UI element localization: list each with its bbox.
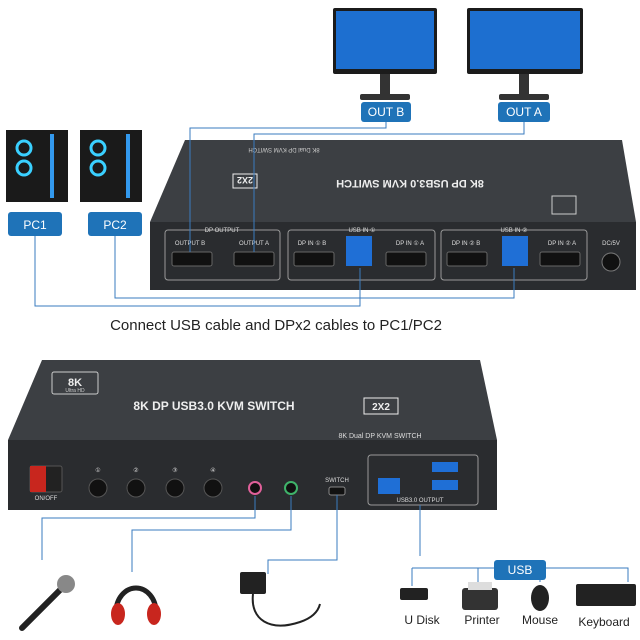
svg-text:2X2: 2X2: [237, 175, 253, 185]
svg-text:U Disk: U Disk: [404, 613, 440, 627]
svg-text:④: ④: [210, 467, 215, 474]
usb-label: USB: [494, 560, 546, 580]
svg-text:USB IN ②: USB IN ②: [500, 227, 527, 234]
output-a-port[interactable]: [233, 251, 275, 267]
usb-output-3[interactable]: [432, 480, 458, 490]
svg-text:PC1: PC1: [23, 218, 47, 232]
remote-switch: [240, 572, 321, 627]
mouse: Mouse: [522, 585, 558, 627]
pc-button-3[interactable]: [165, 478, 185, 498]
front-connection-lines: [41, 495, 629, 586]
svg-text:2X2: 2X2: [372, 402, 390, 413]
output-b-port[interactable]: [171, 251, 213, 267]
out-b-label: OUT B: [361, 102, 411, 122]
u-disk: U Disk: [400, 588, 441, 627]
pc-button-1[interactable]: [88, 478, 108, 498]
pc1-label: PC1: [8, 212, 62, 236]
svg-text:DP IN ① A: DP IN ① A: [396, 240, 424, 247]
dp-output-label: DP OUTPUT: [205, 228, 240, 234]
pc-button-2[interactable]: [126, 478, 146, 498]
svg-text:①: ①: [95, 467, 100, 474]
svg-text:DC/5V: DC/5V: [602, 241, 620, 247]
8k-logo: 8K Ultra HD: [51, 371, 99, 395]
monitor-out-b: [333, 8, 437, 100]
svg-text:SWITCH: SWITCH: [325, 478, 349, 484]
mic-jack[interactable]: [248, 481, 262, 495]
front-title: 8K DP USB3.0 KVM SWITCH: [133, 399, 294, 413]
svg-text:OUT A: OUT A: [506, 105, 542, 119]
svg-text:DP IN ② A: DP IN ② A: [548, 240, 576, 247]
dp-in-2b-port[interactable]: [446, 251, 488, 267]
svg-text:OUT B: OUT B: [368, 105, 404, 119]
front-subtitle: 8K Dual DP KVM SWITCH: [338, 433, 421, 440]
headphones: [111, 585, 161, 625]
svg-text:USB: USB: [508, 563, 533, 577]
pc-button-4[interactable]: [203, 478, 223, 498]
usb-in-1-port[interactable]: [346, 236, 372, 266]
svg-text:Keyboard: Keyboard: [578, 615, 629, 629]
connection-lines: [34, 122, 525, 307]
microphone: [19, 575, 75, 631]
pc2-label: PC2: [88, 212, 142, 236]
usb-output-1[interactable]: [378, 478, 400, 494]
svg-text:DP IN ① B: DP IN ① B: [298, 240, 327, 247]
monitor-out-a: [467, 8, 583, 100]
svg-text:8K: 8K: [68, 377, 82, 389]
printer: Printer: [462, 582, 500, 627]
selector-buttons: ① ② ③ ④: [88, 467, 223, 498]
svg-text:PC2: PC2: [103, 218, 127, 232]
dp-in-1b-port[interactable]: [293, 251, 335, 267]
svg-text:USB3.0 OUTPUT: USB3.0 OUTPUT: [396, 498, 443, 504]
svg-text:②: ②: [133, 467, 138, 474]
svg-text:USB IN ①: USB IN ①: [348, 227, 375, 234]
usb-in-2-port[interactable]: [502, 236, 528, 266]
caption: Connect USB cable and DPx2 cables to PC1…: [110, 317, 442, 334]
svg-text:Mouse: Mouse: [522, 613, 558, 627]
headphone-jack[interactable]: [284, 481, 298, 495]
out-a-label: OUT A: [498, 102, 550, 122]
svg-text:8K Dual DP KVM SWITCH: 8K Dual DP KVM SWITCH: [248, 146, 319, 152]
svg-text:8K DP USB3.0 KVM SWITCH: 8K DP USB3.0 KVM SWITCH: [336, 177, 484, 189]
usb-output-2[interactable]: [432, 462, 458, 472]
dc-power-jack[interactable]: [601, 252, 621, 272]
svg-text:③: ③: [172, 467, 177, 474]
pc1-tower: [6, 130, 68, 202]
svg-text:Ultra HD: Ultra HD: [65, 388, 85, 394]
pc2-tower: [80, 130, 142, 202]
kvm-rear-panel: 8K DP USB3.0 KVM SWITCH 8K Dual DP KVM S…: [150, 140, 636, 290]
keyboard: Keyboard: [576, 584, 636, 629]
dp-in-1a-port[interactable]: [385, 251, 427, 267]
dp-in-2a-port[interactable]: [539, 251, 581, 267]
svg-text:Printer: Printer: [464, 613, 499, 627]
svg-text:ON/OFF: ON/OFF: [35, 496, 58, 502]
kvm-front-panel: [8, 360, 497, 510]
switch-port[interactable]: [328, 486, 346, 496]
svg-text:DP IN ② B: DP IN ② B: [452, 240, 481, 247]
